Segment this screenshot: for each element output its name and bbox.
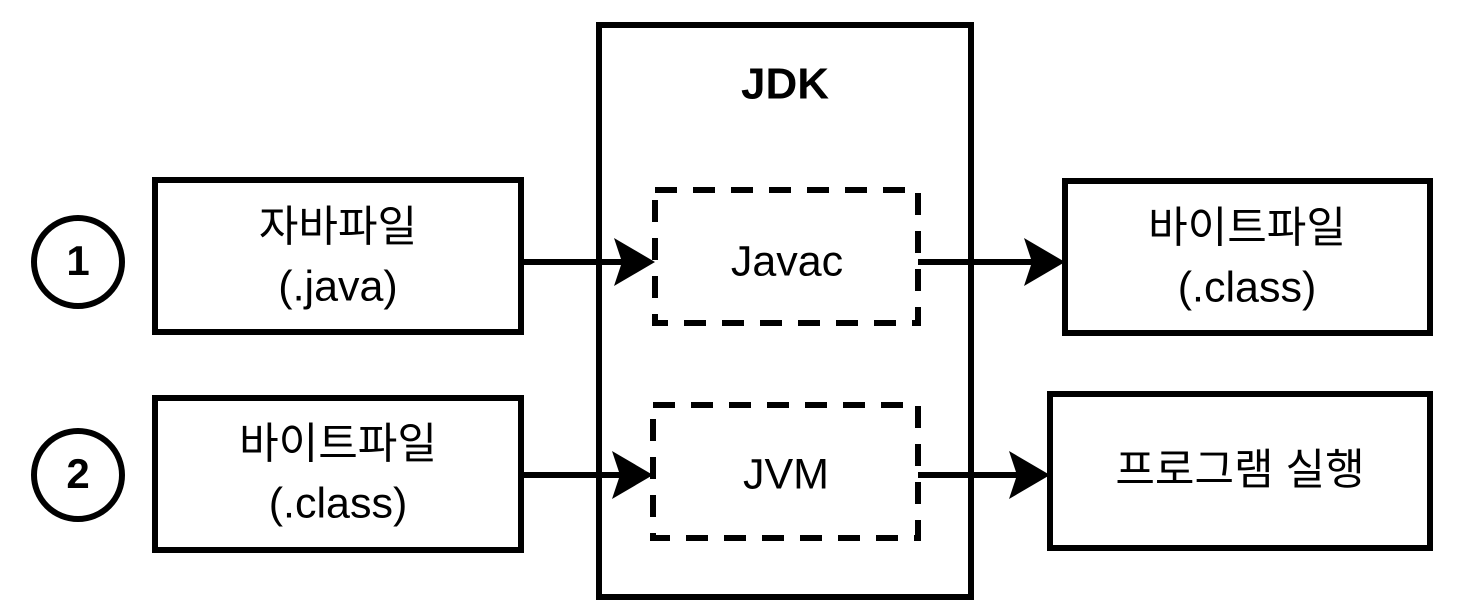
result-box-1-rect [1062,178,1433,336]
result-box-2: 프로그램 실행 [1047,391,1433,551]
source-box-1-rect [152,177,524,335]
source-box-2-line2: (.class) [269,479,408,527]
arrow-right-icon [614,238,655,286]
process-box-javac-label: Javac [731,237,843,285]
arrow-javac-to-result [918,238,1065,286]
source-box-2-line1: 바이트파일 [239,420,437,468]
process-box-jvm-rect [650,402,921,541]
step-row-2: 2 바이트파일 (.class) JVM [31,391,1433,553]
step-badge-2: 2 [31,428,125,522]
badge-number-2: 2 [66,450,89,497]
source-box-1: 자바파일 (.java) [152,177,524,335]
source-box-1-line1: 자바파일 [259,203,417,251]
result-box-2-rect [1047,391,1433,551]
arrow-right-icon [612,451,653,499]
badge-number-1: 1 [66,237,89,284]
step-badge-1: 1 [31,215,125,309]
result-box-1-line1: 바이트파일 [1148,204,1346,252]
result-box-1-line2: (.class) [1178,263,1317,311]
source-box-1-line2: (.java) [278,262,397,310]
process-box-javac-rect [652,187,921,326]
process-box-javac: Javac [652,187,921,326]
source-box-2: 바이트파일 (.class) [152,395,524,553]
arrow-right-icon [1009,451,1050,499]
step-row-1: 1 자바파일 (.java) Javac [31,177,1433,336]
process-box-jvm: JVM [650,402,921,541]
result-box-2-line1: 프로그램 실행 [1115,446,1364,494]
arrow-source-to-javac [521,238,655,286]
source-box-2-rect [152,395,524,553]
jdk-container-group: JDK [596,22,974,600]
badge-circle-2 [31,428,125,522]
arrow-source-to-jvm [521,451,653,499]
jdk-container-box [596,22,974,600]
arrow-right-icon [1024,238,1065,286]
process-box-jvm-label: JVM [743,450,829,498]
badge-circle-1 [31,215,125,309]
arrow-jvm-to-result [918,451,1050,499]
jdk-container-title: JDK [741,60,829,109]
result-box-1: 바이트파일 (.class) [1062,178,1433,336]
